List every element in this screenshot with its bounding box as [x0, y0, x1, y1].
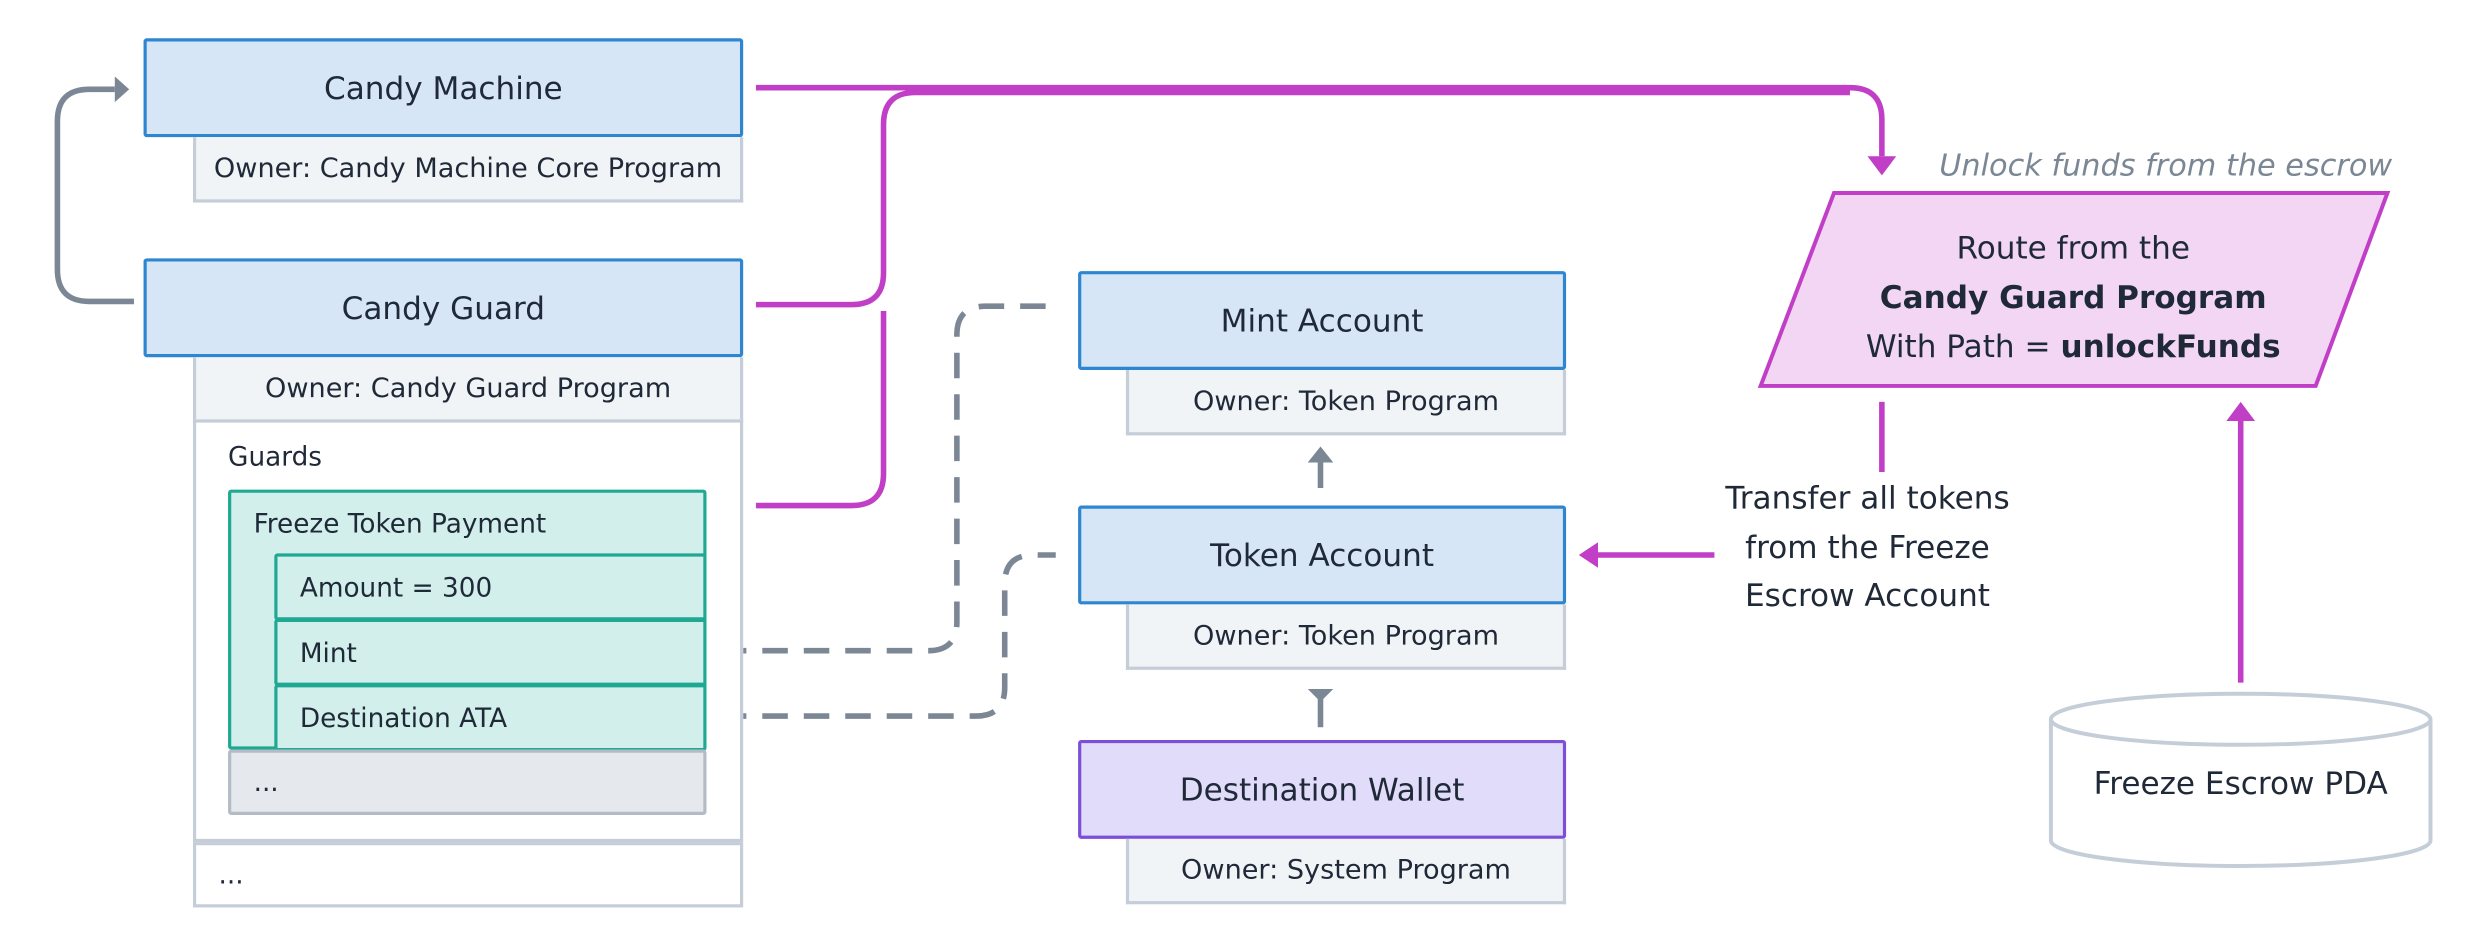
- mint-account-owner-label: Owner: Token Program: [1193, 385, 1499, 418]
- unlock-funds-note: Unlock funds from the escrow: [1939, 148, 2393, 184]
- transfer-line-1: Transfer all tokens: [1725, 480, 2010, 517]
- guard-field-mint-label: Mint: [299, 637, 357, 668]
- route-path-prefix: With Path =: [1865, 328, 2061, 366]
- route-text: Route from the Candy Guard Program With …: [1834, 223, 2312, 371]
- mint-account-box: Mint Account: [1078, 271, 1567, 370]
- candy-guard-title: Candy Guard: [341, 289, 546, 327]
- destination-wallet-box: Destination Wallet: [1078, 739, 1567, 839]
- candy-guard-owner-label: Owner: Candy Guard Program: [265, 372, 672, 405]
- mint-account-title: Mint Account: [1220, 302, 1424, 339]
- guard-field-destination-ata: Destination ATA: [274, 684, 707, 752]
- route-line-2: Candy Guard Program: [1834, 273, 2312, 322]
- freeze-escrow-pda-label: Freeze Escrow PDA: [2093, 765, 2388, 803]
- panel-more-row: ...: [192, 842, 744, 908]
- candy-machine-owner-label: Owner: Candy Machine Core Program: [213, 152, 723, 185]
- escrow-to-route-arrowhead: [2226, 401, 2256, 422]
- transfer-line-2: from the Freeze: [1745, 528, 1990, 566]
- transfer-to-token-arrowhead: [1578, 542, 1598, 568]
- token-account-owner: Owner: Token Program: [1125, 604, 1567, 670]
- guard-field-destination-ata-label: Destination ATA: [299, 702, 508, 733]
- route-path-value: unlockFunds: [2060, 328, 2281, 366]
- escrow-cylinder-top: [2048, 691, 2433, 747]
- guard-to-route-line: [755, 89, 1850, 308]
- token-account-title: Token Account: [1210, 536, 1435, 574]
- guard-field-mint: Mint: [274, 618, 707, 686]
- guards-more-row: ...: [228, 749, 707, 815]
- route-line-1: Route from the: [1956, 229, 2190, 267]
- route-parallelogram: [1757, 190, 2391, 388]
- guard-to-machine-arrow: [54, 86, 134, 305]
- route-program-name: Candy Guard Program: [1879, 279, 2267, 316]
- guard-field-amount: Amount = 300: [274, 553, 707, 621]
- freeze-token-payment-label: Freeze Token Payment: [253, 508, 547, 540]
- mint-account-owner: Owner: Token Program: [1125, 369, 1567, 436]
- machine-to-route-line: [755, 84, 1885, 157]
- destination-wallet-owner-label: Owner: System Program: [1181, 854, 1511, 886]
- freeze-guard-to-route-line: [755, 310, 887, 509]
- guard-field-amount-label: Amount = 300: [299, 571, 493, 603]
- token-to-mint-arrowhead: [1307, 446, 1334, 463]
- ata-to-token-account-dashed: [720, 552, 1056, 719]
- guards-label: Guards: [228, 441, 323, 473]
- candy-machine-owner: Owner: Candy Machine Core Program: [192, 137, 744, 203]
- guards-more-label: ...: [253, 767, 279, 798]
- destination-wallet-title: Destination Wallet: [1179, 771, 1465, 808]
- candy-machine-title: Candy Machine: [323, 69, 563, 107]
- guard-to-machine-arrowhead: [114, 76, 130, 103]
- escrow-cylinder-body: [2048, 719, 2433, 868]
- candy-guard-owner: Owner: Candy Guard Program: [192, 357, 744, 423]
- mint-to-mint-account-dashed: [720, 303, 1056, 654]
- transfer-label: Transfer all tokens from the Freeze Escr…: [1690, 475, 2044, 621]
- destination-wallet-owner: Owner: System Program: [1125, 838, 1567, 905]
- machine-to-route-arrowhead: [1867, 156, 1897, 176]
- token-account-owner-label: Owner: Token Program: [1193, 619, 1499, 652]
- panel-more-label: ...: [218, 859, 244, 890]
- transfer-line-3: Escrow Account: [1745, 577, 1990, 614]
- route-line-3: With Path = unlockFunds: [1834, 322, 2312, 371]
- token-account-box: Token Account: [1078, 505, 1567, 605]
- wallet-to-token-arrowhead: [1307, 688, 1334, 702]
- candy-machine-box: Candy Machine: [143, 38, 744, 138]
- candy-guard-box: Candy Guard: [143, 258, 744, 358]
